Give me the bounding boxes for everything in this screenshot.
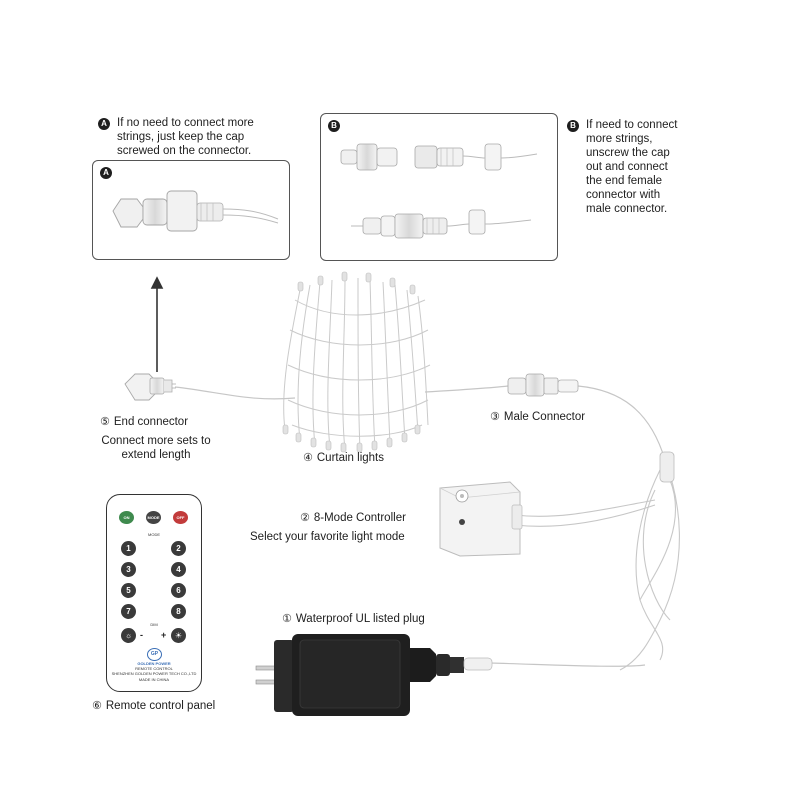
- remote-button-2: 2: [171, 541, 186, 556]
- curtain-bulbs: [282, 271, 421, 453]
- remote-mode-caption: MODE: [148, 532, 160, 537]
- remote-button-3: 3: [121, 562, 136, 577]
- remote-dim-minus-button: ☼: [121, 628, 136, 643]
- male-connector-drawing: [507, 373, 579, 397]
- callout-a-note: A If no need to connect more strings, jus…: [98, 116, 254, 157]
- lights-wire: [424, 385, 509, 393]
- remote-dim-plus-button: ☀: [171, 628, 186, 643]
- male-wire: [577, 385, 666, 461]
- callout-a-box-badge: A: [100, 167, 112, 179]
- end-connector-drawing: [124, 373, 176, 401]
- remote-company: SHENZHEN GOLDEN POWER TECH CO.,LTD: [111, 671, 197, 676]
- remote-button-8: 8: [171, 604, 186, 619]
- arrow-to-callout-a: [150, 276, 164, 372]
- remote-dim-caption: DIM: [150, 622, 158, 627]
- callout-b-note: B If need to connect more strings, unscre…: [567, 118, 677, 215]
- callout-b-badge: B: [567, 120, 579, 132]
- controller-wire: [514, 499, 656, 517]
- callout-a-badge: A: [98, 118, 110, 130]
- remote-button-1: 1: [121, 541, 136, 556]
- callout-b-box-badge: B: [328, 120, 340, 132]
- sun-large-icon: ☀: [174, 631, 183, 640]
- remote-brand: GOLDEN POWER: [137, 661, 171, 666]
- plug-wire: [489, 662, 646, 667]
- sun-small-icon: ☼: [124, 631, 133, 640]
- coiled-wire: [619, 459, 680, 671]
- end-connector-description: Connect more sets to extend length: [101, 435, 211, 461]
- remote-made-in: MADE IN CHINA: [138, 677, 170, 682]
- curtain-lights-bundle: [283, 277, 431, 451]
- controller-drawing: [439, 481, 523, 557]
- remote-mode-button: MODE: [146, 511, 161, 524]
- end-wire: [174, 386, 296, 400]
- remote-button-5: 5: [121, 583, 136, 598]
- remote-minus-sign: -: [140, 630, 143, 640]
- remote-button-7: 7: [121, 604, 136, 619]
- remote-brand-sub: REMOTE CONTROL: [135, 666, 173, 671]
- callout-a-text: If no need to connect more strings, just…: [117, 117, 254, 157]
- callout-a-box: A: [92, 160, 290, 260]
- callout-b-box: B: [320, 113, 558, 261]
- brand-logo-icon: GP: [147, 648, 162, 661]
- capped-connector-drawing: [112, 190, 279, 232]
- remote-on-button: ON: [119, 511, 134, 524]
- remote-plus-sign: +: [161, 630, 167, 640]
- remote-off-button: OFF: [173, 511, 188, 524]
- controller-description: Select your favorite light mode: [250, 531, 405, 543]
- remote-control: ON MODE OFF MODE 1 2 3 4 5 6 7 8 DIM ☼ -…: [106, 494, 202, 692]
- plug-drawing: [255, 634, 493, 716]
- callout-b-text: If need to connect more strings, unscrew…: [586, 119, 678, 215]
- connecting-connectors-drawing: [340, 143, 538, 239]
- remote-button-4: 4: [171, 562, 186, 577]
- remote-button-6: 6: [171, 583, 186, 598]
